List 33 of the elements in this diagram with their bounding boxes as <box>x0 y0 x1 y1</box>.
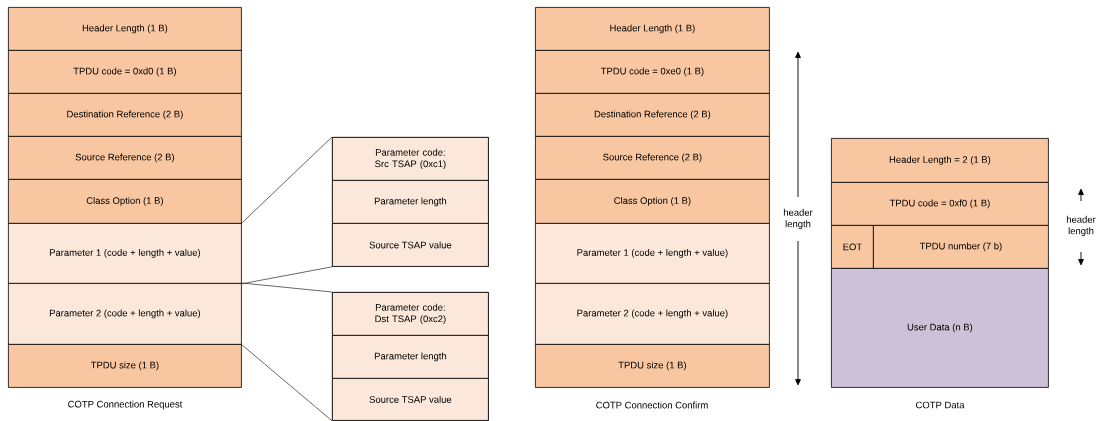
field-box: Parameter code: Dst TSAP (0xc2) <box>332 292 489 336</box>
field-box: Class Option (1 B) <box>8 179 242 224</box>
zoom-line <box>241 282 333 293</box>
field-box: Source TSAP value <box>332 223 489 267</box>
field-box: Parameter code: Src TSAP (0xc1) <box>332 137 489 181</box>
field-box: Parameter length <box>332 180 489 224</box>
field-box: User Data (n B) <box>831 268 1049 388</box>
field-box: Source Reference (2 B) <box>8 136 242 180</box>
field-box: Source TSAP value <box>332 378 489 421</box>
dimension-label: header length <box>783 208 813 230</box>
field-box: TPDU size (1 B) <box>535 344 770 388</box>
field-box: Parameter length <box>332 335 489 379</box>
field-box: Parameter 2 (code + length + value) <box>535 283 770 345</box>
caption: COTP Connection Request <box>68 400 183 410</box>
dimension-label: header length <box>1066 215 1096 237</box>
field-box: Parameter 1 (code + length + value) <box>535 223 770 284</box>
field-box: Source Reference (2 B) <box>535 136 770 180</box>
field-box: TPDU size (1 B) <box>8 344 242 388</box>
field-box: Destination Reference (2 B) <box>8 93 242 137</box>
zoom-line <box>241 136 333 224</box>
field-box: TPDU code = 0xe0 (1 B) <box>535 50 770 94</box>
field-box: Destination Reference (2 B) <box>535 93 770 137</box>
caption: COTP Connection Confirm <box>596 401 708 409</box>
zoom-line <box>241 344 333 421</box>
field-box: Header Length (1 B) <box>535 7 770 51</box>
field-box: Parameter 1 (code + length + value) <box>8 223 242 284</box>
field-box: TPDU code = 0xd0 (1 B) <box>8 50 242 94</box>
field-box: Header Length = 2 (1 B) <box>831 138 1049 183</box>
field-box: EOT <box>831 225 874 269</box>
field-box: Header Length (1 B) <box>8 7 242 51</box>
caption: COTP Data <box>916 401 965 409</box>
field-box: Class Option (1 B) <box>535 179 770 224</box>
field-box: Parameter 2 (code + length + value) <box>8 283 242 345</box>
